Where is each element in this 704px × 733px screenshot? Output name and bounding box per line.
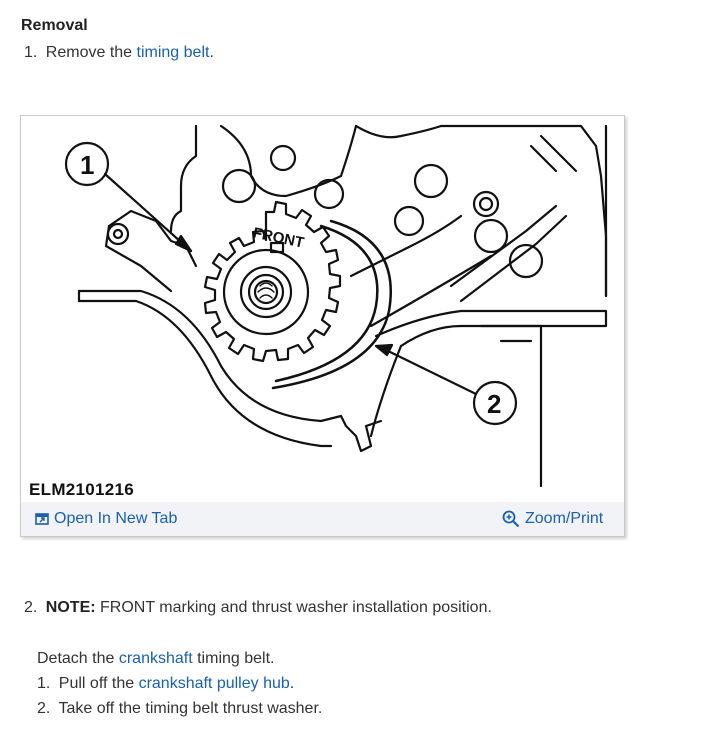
callout-2: 2 — [487, 389, 501, 419]
detach-instruction: Detach the crankshaft timing belt. — [37, 649, 274, 669]
substep-text-end: . — [289, 675, 295, 692]
open-new-tab-icon — [35, 513, 49, 525]
crankshaft-pulley-hub-link[interactable]: crankshaft pulley hub — [138, 675, 290, 692]
crankshaft-sprocket-diagram: FRONT 1 2 — [64, 124, 608, 488]
section-heading: Removal — [21, 17, 88, 34]
figure-toolbar: Open In New Tab Zoom/Print — [21, 502, 624, 536]
step-text-end: . — [209, 44, 214, 61]
step-number: 1. — [24, 44, 38, 61]
substep-text: Take off the timing belt thrust washer. — [58, 700, 323, 717]
note-label: NOTE: — [45, 599, 96, 616]
substep-1: 1. Pull off the crankshaft pulley hub. — [37, 674, 294, 694]
substep-number: 2. — [37, 700, 51, 717]
step-2: 2. NOTE: FRONT marking and thrust washer… — [24, 598, 492, 618]
figure-caption: ELM2101216 — [29, 480, 135, 499]
substep-text: Pull off the — [58, 675, 135, 692]
zoom-print-label: Zoom/Print — [525, 510, 604, 527]
zoom-in-icon — [502, 510, 520, 528]
zoom-print-button[interactable]: Zoom/Print — [502, 510, 603, 528]
figure-panel: FRONT 1 2 ELM2101216 Open In New Tab Zoo… — [20, 115, 625, 537]
substep-2: 2. Take off the timing belt thrust washe… — [37, 699, 322, 719]
step-text: Remove the — [45, 44, 133, 61]
step-1: 1. Remove the timing belt. — [24, 43, 214, 63]
detach-text: Detach the — [37, 650, 115, 667]
timing-belt-link[interactable]: timing belt — [136, 44, 210, 61]
front-label: FRONT — [251, 224, 305, 251]
substep-number: 1. — [37, 675, 51, 692]
note-text: FRONT marking and thrust washer installa… — [100, 599, 492, 616]
crankshaft-link[interactable]: crankshaft — [118, 650, 193, 667]
open-new-tab-button[interactable]: Open In New Tab — [35, 510, 177, 528]
step-number: 2. — [24, 599, 38, 616]
open-new-tab-label: Open In New Tab — [54, 510, 178, 527]
callout-1: 1 — [80, 150, 94, 180]
detach-text-end: timing belt. — [197, 650, 275, 667]
